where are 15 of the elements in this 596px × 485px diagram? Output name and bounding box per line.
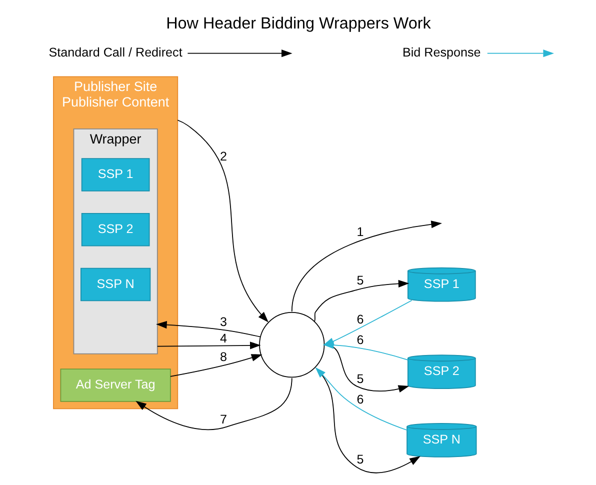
legend-label: Standard Call / Redirect [48, 46, 182, 60]
edge-label: 2 [220, 150, 227, 164]
edge-label: 6 [356, 312, 364, 326]
edge-label: 6 [356, 392, 364, 406]
edge-label: 5 [356, 274, 364, 288]
edge-label: 4 [220, 331, 227, 346]
edge-label: 7 [220, 412, 227, 426]
edge-label: 5 [356, 452, 364, 467]
edge-label: 8 [220, 350, 227, 364]
edge-label: 3 [220, 315, 227, 330]
edge-label: 6 [356, 333, 364, 348]
edge-label: 5 [356, 372, 364, 386]
edge-label: 1 [356, 225, 364, 240]
legend-label: Bid Response [402, 46, 480, 60]
diagram-title: How Header Bidding Wrappers Work [166, 14, 430, 33]
